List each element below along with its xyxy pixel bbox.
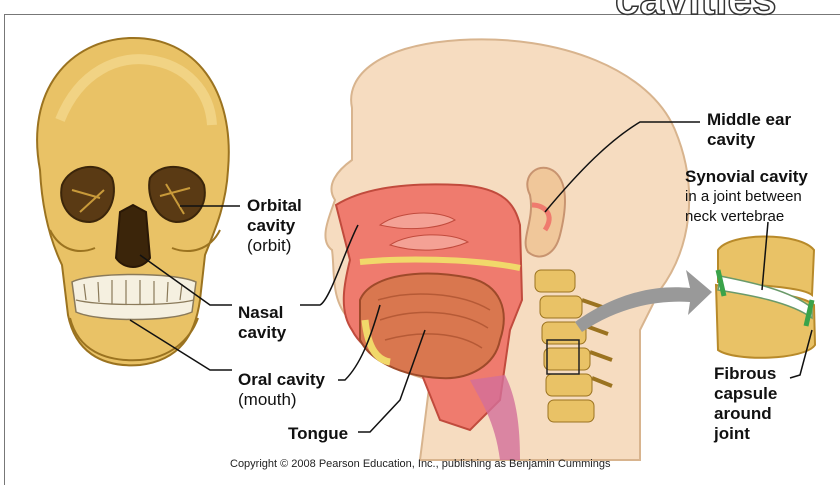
label-synovial-title: Synovial cavity — [685, 167, 808, 187]
label-orbital-line1: Orbital — [247, 196, 302, 216]
label-oral-cavity: Oral cavity (mouth) — [238, 370, 325, 410]
label-oral-line1: Oral cavity — [238, 370, 325, 390]
label-fibrous-capsule: Fibrous capsule around joint — [714, 364, 777, 444]
label-fibrous-line1: Fibrous — [714, 364, 777, 384]
label-fibrous-line3: around — [714, 404, 777, 424]
label-middle-ear-cavity: Middle ear cavity — [707, 110, 791, 150]
label-middle-ear-line1: Middle ear — [707, 110, 791, 130]
label-orbital-sub: (orbit) — [247, 236, 302, 256]
skull-illustration — [37, 38, 229, 365]
header-fragment: cavities — [615, 0, 776, 24]
label-synovial-sub2: neck vertebrae — [685, 207, 808, 227]
label-synovial-sub1: in a joint between — [685, 187, 808, 207]
label-synovial-cavity: Synovial cavity in a joint between neck … — [685, 167, 808, 227]
label-fibrous-line2: capsule — [714, 384, 777, 404]
label-orbital-cavity: Orbital cavity (orbit) — [247, 196, 302, 256]
label-nasal-line2: cavity — [238, 323, 286, 343]
label-nasal-line1: Nasal — [238, 303, 286, 323]
label-tongue: Tongue — [288, 424, 348, 444]
label-fibrous-line4: joint — [714, 424, 777, 444]
label-nasal-cavity: Nasal cavity — [238, 303, 286, 343]
label-orbital-line2: cavity — [247, 216, 302, 236]
label-oral-sub: (mouth) — [238, 390, 325, 410]
head-illustration — [325, 39, 689, 460]
copyright-notice: Copyright © 2008 Pearson Education, Inc.… — [230, 458, 610, 470]
label-middle-ear-line2: cavity — [707, 130, 791, 150]
